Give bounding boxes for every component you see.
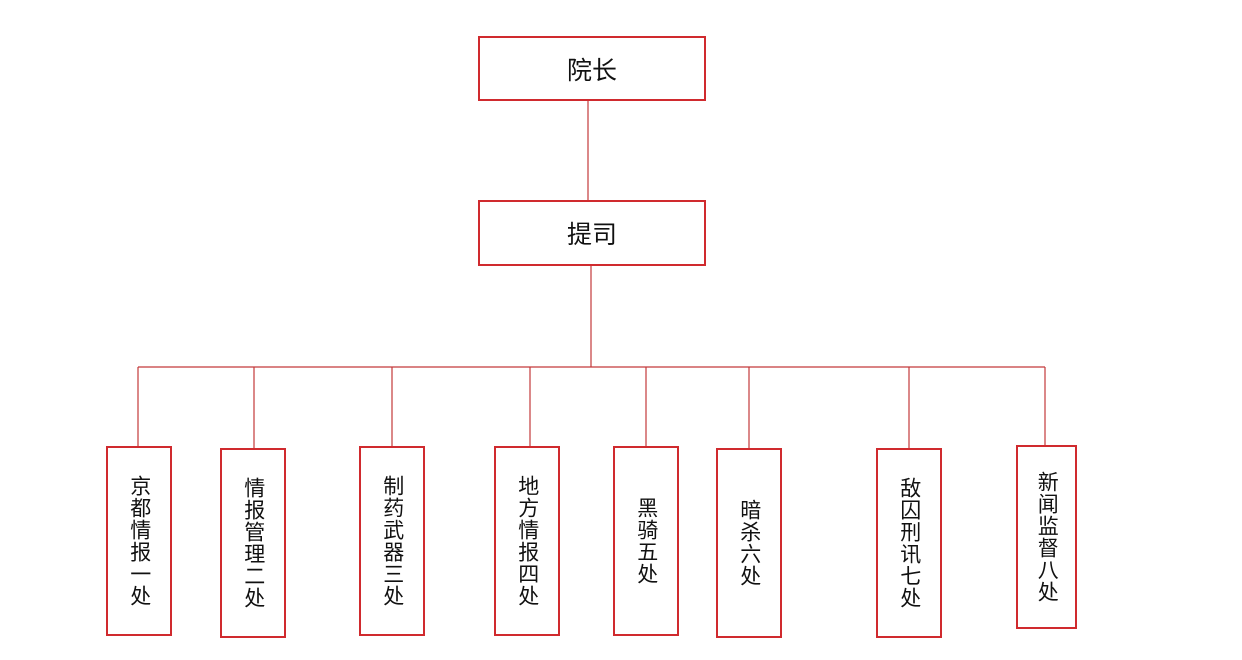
department-box-5: 黑骑五处 [613,446,679,636]
department-label-1: 京都情报一处 [127,475,152,607]
root-node-box: 院长 [478,36,706,101]
department-label-7: 敌囚刑讯七处 [897,477,922,609]
second-node-label: 提司 [566,220,617,249]
department-box-8: 新闻监督八处 [1016,445,1077,629]
department-box-1: 京都情报一处 [106,446,172,636]
department-box-3: 制药武器三处 [359,446,425,636]
department-label-6: 暗杀六处 [737,499,762,587]
department-box-2: 情报管理二处 [220,448,286,638]
department-box-4: 地方情报四处 [494,446,560,636]
root-node-label: 院长 [566,55,617,85]
department-label-5: 黑骑五处 [634,497,659,585]
department-box-6: 暗杀六处 [716,448,782,638]
second-node-box: 提司 [478,200,706,266]
department-box-7: 敌囚刑讯七处 [876,448,942,638]
department-label-4: 地方情报四处 [515,475,540,607]
department-label-8: 新闻监督八处 [1035,471,1060,603]
department-label-2: 情报管理二处 [241,477,266,609]
department-label-3: 制药武器三处 [380,475,405,607]
